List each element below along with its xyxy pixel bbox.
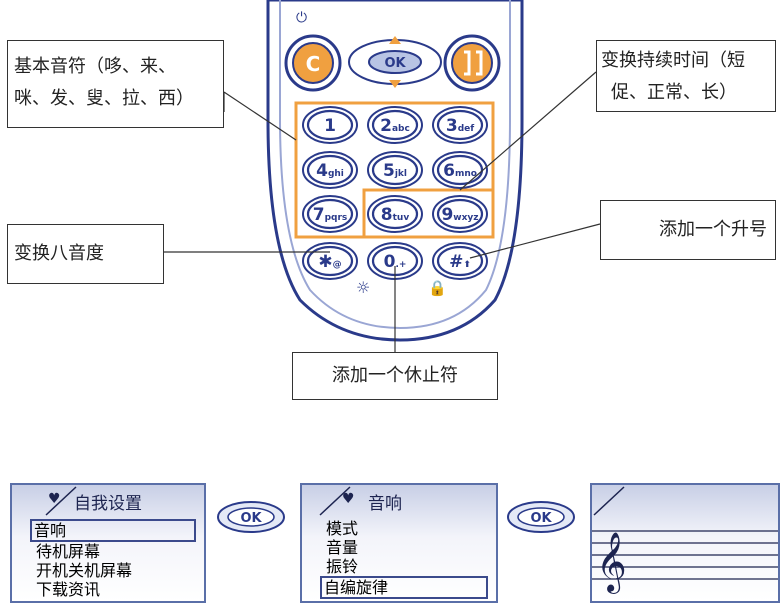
down-arrow-icon bbox=[389, 80, 401, 88]
rest-callout: 添加一个休止符 bbox=[292, 352, 498, 400]
number-keys: 1 2abc 3def 4ghi 5jkl 6mno 7pqrs 8tuv 9wxyz ✱@ 0.+… bbox=[302, 106, 488, 280]
settings-item-download[interactable]: 下载资讯 bbox=[36, 580, 101, 599]
key-1[interactable]: 1 bbox=[302, 106, 358, 144]
duration-line1: 变换持续时间（短 bbox=[601, 50, 745, 71]
key-label-9: 9wxyz bbox=[441, 205, 478, 225]
key-label-4: 4ghi bbox=[316, 161, 344, 181]
key-9[interactable]: 9wxyz bbox=[432, 195, 488, 233]
sound-title: 音响 bbox=[368, 494, 402, 514]
key-label-10: ✱@ bbox=[318, 252, 341, 272]
settings-menu: 音响 待机屏幕 开机关机屏幕 下载资讯 bbox=[30, 519, 196, 599]
key-10[interactable]: ✱@ bbox=[302, 242, 358, 280]
sharp-callout: 添加一个升号 bbox=[600, 200, 776, 260]
duration-line2: 促、正常、长） bbox=[611, 82, 737, 103]
power-label: ⏻ bbox=[296, 10, 307, 26]
key-label-12: #⬆ bbox=[449, 252, 471, 272]
rest-label: 添加一个休止符 bbox=[332, 365, 458, 386]
key-2[interactable]: 2abc bbox=[367, 106, 423, 144]
basic-notes-callout: 基本音符（哆、来、 咪、发、叟、拉、西） bbox=[7, 40, 224, 128]
sound-icon: ♥ bbox=[342, 491, 355, 507]
octave-callout: 变换八音度 bbox=[7, 224, 164, 284]
sound-item-ring[interactable]: 振铃 bbox=[326, 557, 359, 576]
key-label-7: 7pqrs bbox=[313, 205, 348, 225]
ok-label-2: OK bbox=[530, 511, 552, 526]
staff-screen: 𝄞 bbox=[590, 483, 780, 603]
key-12[interactable]: #⬆ bbox=[432, 242, 488, 280]
light-icon: ☼ bbox=[356, 278, 370, 297]
sound-menu: 模式 音量 振铃 自编旋律 bbox=[320, 519, 488, 599]
duration-highlight bbox=[362, 188, 495, 239]
key-label-3: 3def bbox=[446, 116, 474, 136]
c-key-label: C bbox=[306, 52, 321, 76]
sound-item-compose[interactable]: 自编旋律 bbox=[320, 576, 488, 599]
key-4[interactable]: 4ghi bbox=[302, 151, 358, 189]
key-label-5: 5jkl bbox=[383, 161, 407, 181]
settings-icon: ♥ bbox=[48, 491, 61, 507]
sound-screen: ♥ 音响 模式 音量 振铃 自编旋律 bbox=[300, 483, 498, 603]
lock-icon: 🔒 bbox=[428, 279, 447, 297]
power-icon: ⏻ bbox=[296, 10, 307, 26]
music-staff: 𝄞 bbox=[592, 486, 778, 594]
talk-key[interactable] bbox=[443, 34, 501, 92]
settings-item-standby[interactable]: 待机屏幕 bbox=[36, 542, 101, 561]
key-6[interactable]: 6mno bbox=[432, 151, 488, 189]
up-arrow-icon bbox=[389, 36, 401, 44]
key-5[interactable]: 5jkl bbox=[367, 151, 423, 189]
key-label-6: 6mno bbox=[443, 161, 477, 181]
key-label-2: 2abc bbox=[380, 116, 410, 136]
settings-header: ♥ 自我设置 bbox=[12, 485, 204, 516]
sound-item-mode[interactable]: 模式 bbox=[326, 519, 359, 538]
treble-clef-icon: 𝄞 bbox=[596, 532, 627, 594]
key-label-8: 8tuv bbox=[381, 205, 410, 225]
settings-item-power-screen[interactable]: 开机关机屏幕 bbox=[36, 561, 133, 580]
ok-button-1[interactable]: OK bbox=[216, 500, 286, 534]
nav-ok-label: OK bbox=[384, 56, 406, 71]
connector-lines bbox=[164, 71, 601, 352]
key-3[interactable]: 3def bbox=[432, 106, 488, 144]
key-11[interactable]: 0.+ bbox=[367, 242, 423, 280]
ok-label-1: OK bbox=[240, 511, 262, 526]
basic-notes-line2: 咪、发、叟、拉、西） bbox=[14, 88, 194, 109]
settings-title: 自我设置 bbox=[74, 494, 142, 514]
nav-ok-key[interactable]: OK bbox=[348, 36, 442, 88]
c-key[interactable]: C bbox=[284, 34, 342, 92]
basic-notes-line1: 基本音符（哆、来、 bbox=[14, 56, 176, 77]
sharp-label: 添加一个升号 bbox=[659, 219, 767, 240]
key-7[interactable]: 7pqrs bbox=[302, 195, 358, 233]
settings-screen: ♥ 自我设置 音响 待机屏幕 开机关机屏幕 下载资讯 bbox=[10, 483, 206, 603]
key-label-1: 1 bbox=[324, 116, 336, 136]
ok-button-2[interactable]: OK bbox=[506, 500, 576, 534]
octave-label: 变换八音度 bbox=[14, 243, 104, 264]
settings-item-sound[interactable]: 音响 bbox=[30, 519, 196, 542]
duration-callout: 变换持续时间（短 促、正常、长） bbox=[596, 40, 776, 112]
key-8[interactable]: 8tuv bbox=[367, 195, 423, 233]
sound-item-volume[interactable]: 音量 bbox=[326, 538, 359, 557]
sound-header: ♥ 音响 bbox=[302, 485, 496, 516]
key-label-11: 0.+ bbox=[384, 252, 407, 272]
